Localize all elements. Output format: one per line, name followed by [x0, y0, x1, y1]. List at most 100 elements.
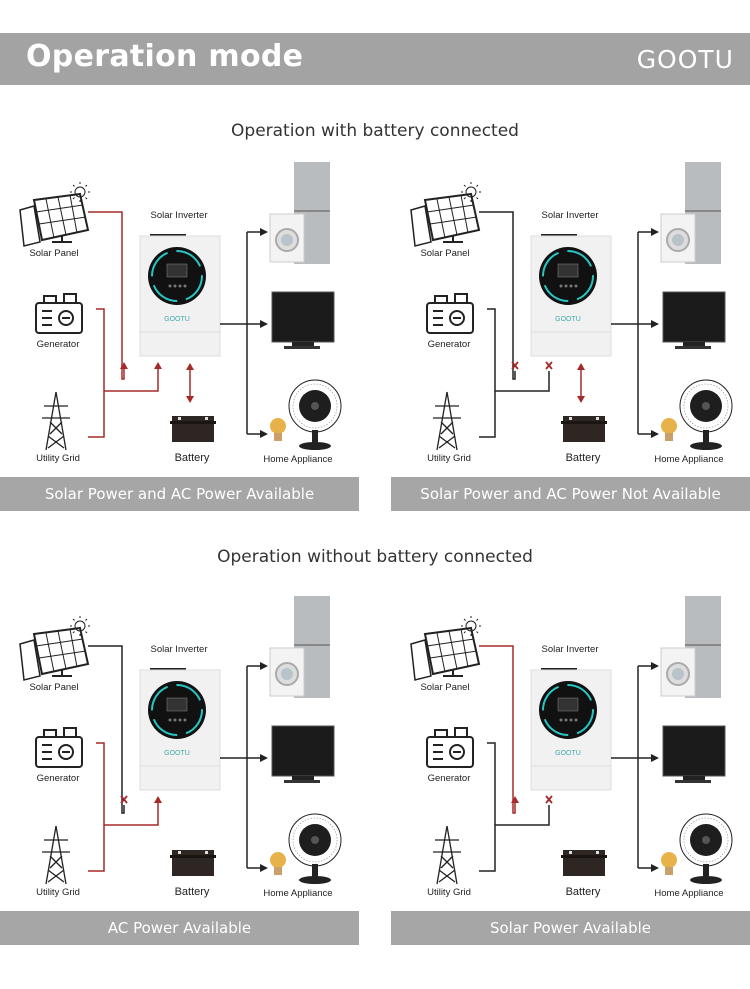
- header-bar: Operation mode GOOTU: [0, 33, 750, 85]
- battery-label: Battery: [565, 886, 601, 898]
- washing-machine-icon: [660, 213, 696, 263]
- output-arrow-tv: [651, 754, 659, 762]
- battery-icon: [170, 850, 216, 876]
- solar-panel-icon: [410, 192, 481, 247]
- caption-panel-2: Solar Power and AC Power Not Available: [391, 477, 750, 511]
- diagram-panel: GOOTU: [391, 594, 750, 949]
- inverter-brand-label: GOOTU: [164, 316, 190, 323]
- washing-machine-icon: [269, 213, 305, 263]
- battery-label: Battery: [565, 452, 601, 464]
- section-title-with-battery: Operation with battery connected: [231, 121, 519, 141]
- solar-input-line: [479, 645, 516, 814]
- fan-icon: [679, 379, 733, 450]
- solar-input-line: [88, 645, 125, 814]
- generator-icon: [426, 293, 474, 334]
- caption-panel-1: Solar Power and AC Power Available: [0, 477, 359, 511]
- utility-tower-icon: [433, 391, 461, 451]
- utility-grid-label: Utility Grid: [36, 453, 80, 464]
- light-bulb-icon: [661, 418, 677, 441]
- page-title: Operation mode: [26, 39, 304, 74]
- diagram-svg: GOOTU: [19, 596, 342, 885]
- diagram-panel: GOOTU: [391, 160, 750, 515]
- television-icon: [271, 725, 335, 783]
- solar-inverter-label: Solar Inverter: [541, 644, 599, 655]
- sun-icon: [70, 182, 90, 202]
- generator-label: Generator: [427, 339, 471, 350]
- generator-icon: [35, 727, 83, 768]
- washing-machine-icon: [660, 647, 696, 697]
- sun-icon: [70, 616, 90, 636]
- ac-input-blocked-icon: [545, 361, 553, 370]
- utility-grid-label: Utility Grid: [36, 887, 80, 898]
- battery-link-arrow: [186, 363, 194, 403]
- output-arrow-tv: [260, 320, 268, 328]
- generator-input-line: [479, 742, 496, 872]
- washing-machine-icon: [269, 647, 305, 697]
- solar-input-blocked-icon: [511, 361, 519, 370]
- diagram-svg: GOOTU: [19, 162, 342, 451]
- output-wiring: [220, 665, 260, 869]
- solar-input-blocked-icon: [120, 795, 128, 804]
- generator-label: Generator: [427, 773, 471, 784]
- ac-input-line: [495, 805, 550, 826]
- diagram-panel: GOOTU: [0, 160, 375, 515]
- diagram-svg: GOOTU: [410, 162, 733, 451]
- solar-inverter-icon: GOOTU: [530, 668, 612, 791]
- generator-icon: [35, 293, 83, 334]
- utility-tower-icon: [42, 391, 70, 451]
- ac-input-line: [104, 369, 159, 392]
- television-icon: [271, 291, 335, 349]
- ac-input-line: [104, 803, 159, 826]
- ac-input-line: [495, 371, 550, 392]
- battery-label: Battery: [174, 452, 210, 464]
- solar-panel-icon: [19, 626, 90, 681]
- solar-inverter-label: Solar Inverter: [150, 644, 208, 655]
- output-arrow-tv: [651, 320, 659, 328]
- solar-panel-label: Solar Panel: [29, 682, 79, 693]
- generator-input-line: [88, 308, 105, 438]
- output-arrow-laundry: [260, 228, 268, 236]
- output-arrow-fan: [260, 430, 268, 438]
- solar-input-arrow: [511, 796, 519, 803]
- fan-icon: [288, 813, 342, 884]
- solar-inverter-icon: GOOTU: [530, 234, 612, 357]
- home-appliance-label: Home Appliance: [263, 454, 333, 465]
- diagram-panel: GOOTU: [0, 594, 375, 949]
- solar-input-arrow: [120, 362, 128, 369]
- output-wiring: [611, 231, 651, 435]
- output-arrow-laundry: [651, 228, 659, 236]
- solar-input-line: [479, 211, 516, 380]
- output-arrow-tv: [260, 754, 268, 762]
- battery-icon: [561, 416, 607, 442]
- caption-panel-4: Solar Power Available: [391, 911, 750, 945]
- output-wiring: [220, 231, 260, 435]
- ac-input-arrow: [154, 796, 162, 803]
- light-bulb-icon: [661, 852, 677, 875]
- battery-icon: [170, 416, 216, 442]
- utility-grid-label: Utility Grid: [427, 453, 471, 464]
- sun-icon: [461, 616, 481, 636]
- battery-label: Battery: [174, 886, 210, 898]
- battery-icon: [561, 850, 607, 876]
- section-title-without-battery: Operation without battery connected: [217, 547, 533, 567]
- home-appliance-label: Home Appliance: [263, 888, 333, 899]
- home-appliance-label: Home Appliance: [654, 888, 724, 899]
- solar-inverter-label: Solar Inverter: [541, 210, 599, 221]
- solar-panel-label: Solar Panel: [29, 248, 79, 259]
- light-bulb-icon: [270, 852, 286, 875]
- solar-inverter-label: Solar Inverter: [150, 210, 208, 221]
- television-icon: [662, 725, 726, 783]
- inverter-brand-label: GOOTU: [555, 316, 581, 323]
- light-bulb-icon: [270, 418, 286, 441]
- brand-logo: GOOTU: [636, 45, 734, 74]
- solar-inverter-icon: GOOTU: [139, 668, 221, 791]
- output-arrow-fan: [651, 430, 659, 438]
- battery-link-arrow: [577, 363, 585, 403]
- output-arrow-laundry: [260, 662, 268, 670]
- output-arrow-fan: [260, 864, 268, 872]
- utility-tower-icon: [42, 825, 70, 885]
- generator-input-line: [479, 308, 496, 438]
- fan-icon: [679, 813, 733, 884]
- inverter-brand-label: GOOTU: [555, 750, 581, 757]
- output-wiring: [611, 665, 651, 869]
